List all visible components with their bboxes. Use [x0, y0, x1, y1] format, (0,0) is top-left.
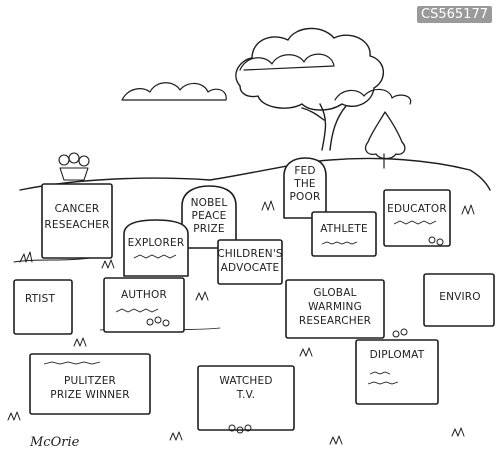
headstone-pulitzer-prize-winner: PULITZER PRIZE WINNER [29, 353, 151, 415]
headstone-nobel-peace-prize: NOBEL PEACE PRIZE [181, 185, 237, 249]
headstone-text: PULITZER [64, 375, 116, 387]
headstone-text: EDUCATOR [387, 203, 447, 215]
headstone-text: DIPLOMAT [370, 349, 425, 361]
clouds [121, 53, 412, 105]
headstone-cancer-researcher: CANCER RESEACHER [41, 183, 113, 259]
headstone-global-warming-researcher: GLOBAL WARMING RESEARCHER [285, 279, 385, 339]
flower-pot-icon [58, 152, 90, 181]
headstone-environmentalist: ENVIRO [423, 273, 495, 327]
headstone-text: EXPLORER [128, 237, 185, 249]
artist-signature: McOrie [29, 435, 80, 450]
small-tree-icon [364, 111, 406, 169]
headstone-text: FED [294, 165, 315, 177]
headstone-text: PEACE [192, 210, 227, 222]
headstone-text: POOR [290, 191, 321, 203]
headstone-text: GLOBAL [313, 287, 356, 299]
headstone-text: RESEACHER [44, 219, 109, 231]
headstone-artist: RTIST [13, 279, 73, 335]
headstone-text: NOBEL [191, 197, 228, 209]
headstone-athlete: ATHLETE [311, 211, 377, 257]
headstone-text: RESEARCHER [299, 315, 371, 327]
headstone-text: AUTHOR [121, 289, 167, 301]
headstone-educator: EDUCATOR [383, 189, 451, 247]
headstone-text: WATCHED [219, 375, 272, 387]
headstone-explorer: EXPLORER [123, 219, 189, 277]
headstone-text: T.V. [236, 389, 255, 401]
grass [7, 200, 475, 445]
headstone-text: ENVIRO [439, 291, 481, 303]
flower-icon [146, 236, 444, 434]
headstone-childrens-advocate: CHILDREN'S ADVOCATE [217, 239, 283, 285]
watermark-badge: CS565177 [417, 6, 492, 23]
headstone-text: CHILDREN'S [217, 248, 283, 260]
headstone-text: PRIZE [193, 223, 225, 235]
headstone-text: ATHLETE [320, 223, 368, 235]
headstone-text: RTIST [25, 293, 56, 305]
headstone-text: ADVOCATE [221, 262, 280, 274]
headstone-text: THE [293, 178, 316, 190]
headstone-text: WARMING [308, 301, 362, 313]
headstone-fed-the-poor: FED THE POOR [283, 157, 327, 219]
headstone-diplomat: DIPLOMAT [355, 339, 439, 405]
headstone-text: PRIZE WINNER [50, 389, 129, 401]
tree-icon [235, 27, 384, 151]
headstone-author: AUTHOR [103, 277, 185, 333]
headstone-text: CANCER [55, 203, 100, 215]
headstone-watched-tv: WATCHED T.V. [197, 365, 295, 431]
